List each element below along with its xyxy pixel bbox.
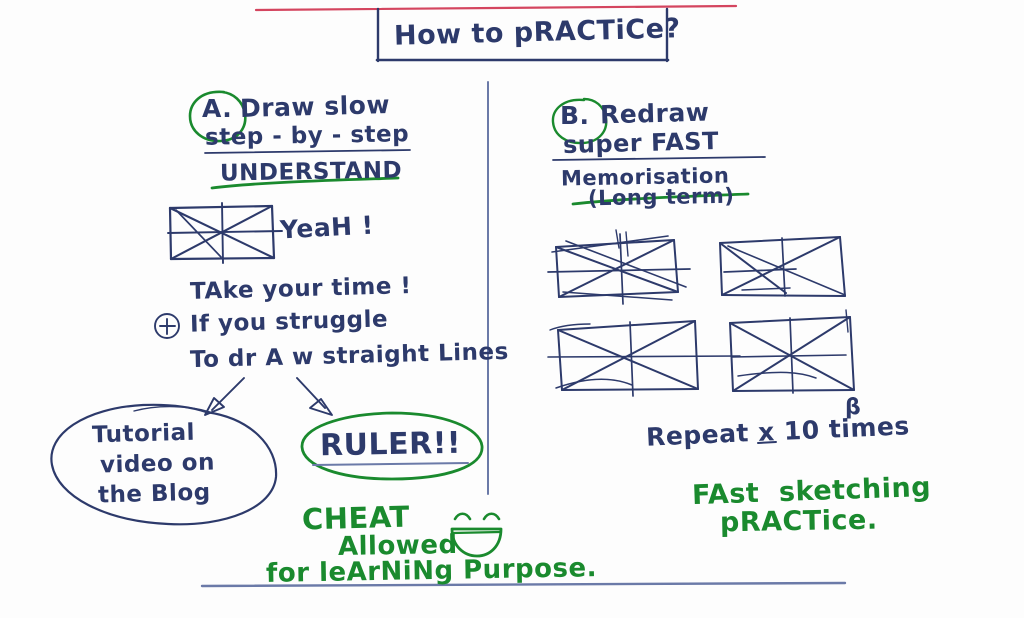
slow-sketch-box [167, 202, 283, 264]
rule-under-heading-a [204, 149, 411, 154]
closing-line-2: pRACTice. [719, 504, 878, 539]
tutorial-bubble-outline [50, 403, 278, 526]
ruler-bubble-text: RULER!! [319, 425, 462, 464]
section-b-keyword-line2: (Long term) [587, 183, 735, 211]
plus-circle-marker [154, 313, 180, 339]
section-b-label: B. [560, 101, 590, 130]
arrow-to-ruler [296, 377, 333, 416]
underline-understand [210, 176, 400, 190]
title-box-frame [375, 7, 670, 63]
footer-line-3: for leArNiNg Purpose. [265, 553, 598, 589]
repeat-superscript: β [845, 395, 862, 420]
tutorial-bubble-line-1: Tutorial [91, 419, 196, 449]
circle-marker-b [551, 97, 608, 145]
rule-under-heading-b [552, 156, 766, 161]
section-b-heading-line2: super FAST [562, 126, 720, 160]
ruler-bubble-outline [300, 411, 484, 481]
smiley-face-icon [450, 512, 503, 558]
fast-sketch-1 [547, 229, 691, 305]
section-a-label: A. [202, 94, 233, 123]
bottom-rule [200, 581, 847, 588]
arrow-to-tutorial [204, 377, 245, 416]
take-your-time-note: TAke your time ! [189, 273, 412, 305]
section-a-keyword: UNDERSTAND [219, 157, 403, 187]
fast-sketch-4 [729, 309, 855, 394]
tutorial-bubble-line-2: video on [99, 449, 216, 479]
section-b-heading-line1: Redraw [599, 97, 710, 130]
circle-marker-a [188, 90, 247, 143]
slow-sketch-caption: YeaH ! [279, 210, 375, 245]
section-a-heading-line1: Draw slow [239, 90, 391, 123]
footer-line-1: CHEAT [301, 499, 411, 537]
repeat-ten-underline [757, 441, 777, 444]
fast-sketch-2 [719, 236, 846, 297]
section-a-heading-line2: step - by - step [204, 121, 410, 151]
underline-longterm [571, 192, 750, 206]
top-red-rule [254, 4, 738, 12]
fast-sketch-3 [547, 320, 741, 397]
tutorial-bubble-line-3: the Blog [97, 479, 211, 509]
struggle-line-1: If you struggle [189, 306, 389, 338]
